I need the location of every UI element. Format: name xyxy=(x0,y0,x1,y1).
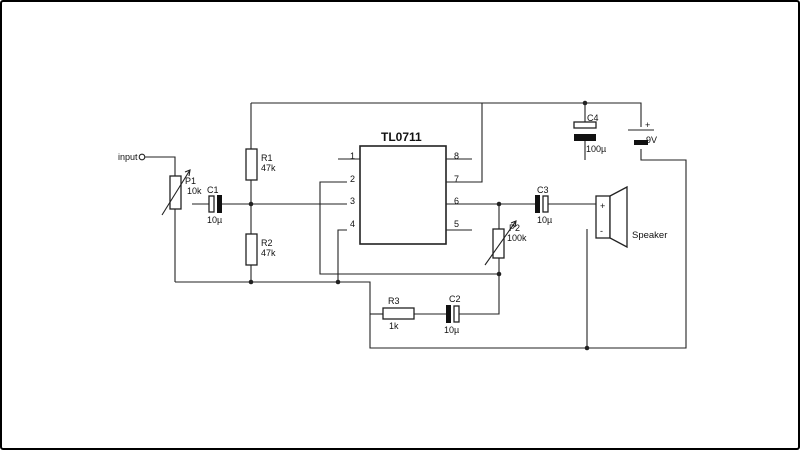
r3-value: 1k xyxy=(389,321,399,331)
junction xyxy=(582,100,588,106)
wires xyxy=(145,102,687,349)
r2-ref: R2 xyxy=(261,238,273,248)
r1-ref: R1 xyxy=(261,153,273,163)
c1-value: 10µ xyxy=(207,215,222,225)
speaker-plus: + xyxy=(600,201,605,211)
junction xyxy=(335,279,341,285)
ic-pin-3: 3 xyxy=(350,196,355,206)
junction xyxy=(496,271,502,277)
resistor-r3: R3 1k xyxy=(382,296,415,331)
r1-value: 47k xyxy=(261,163,276,173)
junction-dots xyxy=(248,100,590,351)
resistor-r2: R2 47k xyxy=(245,233,276,266)
p2-ref: P2 xyxy=(509,223,520,233)
junction xyxy=(248,279,254,285)
ic-tl0711: TL0711 1 2 3 4 5 6 7 8 xyxy=(350,130,459,245)
c2-ref: C2 xyxy=(449,294,461,304)
speaker-minus: - xyxy=(600,226,603,236)
battery-9v: + 9V xyxy=(628,120,657,145)
junction xyxy=(584,345,590,351)
speaker-label: Speaker xyxy=(632,230,667,241)
ic-pin-2: 2 xyxy=(350,174,355,184)
potentiometer-p2: P2 100k xyxy=(484,220,527,266)
c4-value: 100µ xyxy=(586,144,606,154)
c3-value: 10µ xyxy=(537,215,552,225)
battery-plus-label: + xyxy=(645,120,650,130)
p2-value: 100k xyxy=(507,233,527,243)
resistor-r1: R1 47k xyxy=(245,148,276,181)
p1-ref: P1 xyxy=(185,176,196,186)
potentiometer-p1: P1 10k xyxy=(161,169,202,216)
c4-ref: C4 xyxy=(587,113,599,123)
input-terminal: input xyxy=(118,152,146,162)
input-terminal-circle xyxy=(138,153,146,161)
p1-value: 10k xyxy=(187,186,202,196)
input-label: input xyxy=(118,152,138,162)
capacitor-c3: C3 10µ xyxy=(535,185,552,225)
battery-value: 9V xyxy=(646,135,657,145)
junction xyxy=(248,201,254,207)
capacitor-c1: C1 10µ xyxy=(207,185,222,225)
c1-ref: C1 xyxy=(207,185,219,195)
capacitor-c4: C4 100µ xyxy=(573,113,606,154)
ic-pin-1: 1 xyxy=(350,151,355,161)
ic-pin-5: 5 xyxy=(454,219,459,229)
c2-value: 10µ xyxy=(444,325,459,335)
ic-pin-6: 6 xyxy=(454,196,459,206)
ic-pin-7: 7 xyxy=(454,174,459,184)
ic-name: TL0711 xyxy=(381,130,422,144)
ic-pin-8: 8 xyxy=(454,151,459,161)
junction xyxy=(496,201,502,207)
r2-value: 47k xyxy=(261,248,276,258)
c3-ref: C3 xyxy=(537,185,549,195)
ic-pin-4: 4 xyxy=(350,219,355,229)
r3-ref: R3 xyxy=(388,296,400,306)
speaker: + - Speaker xyxy=(595,185,667,249)
capacitor-c2: C2 10µ xyxy=(444,294,461,335)
